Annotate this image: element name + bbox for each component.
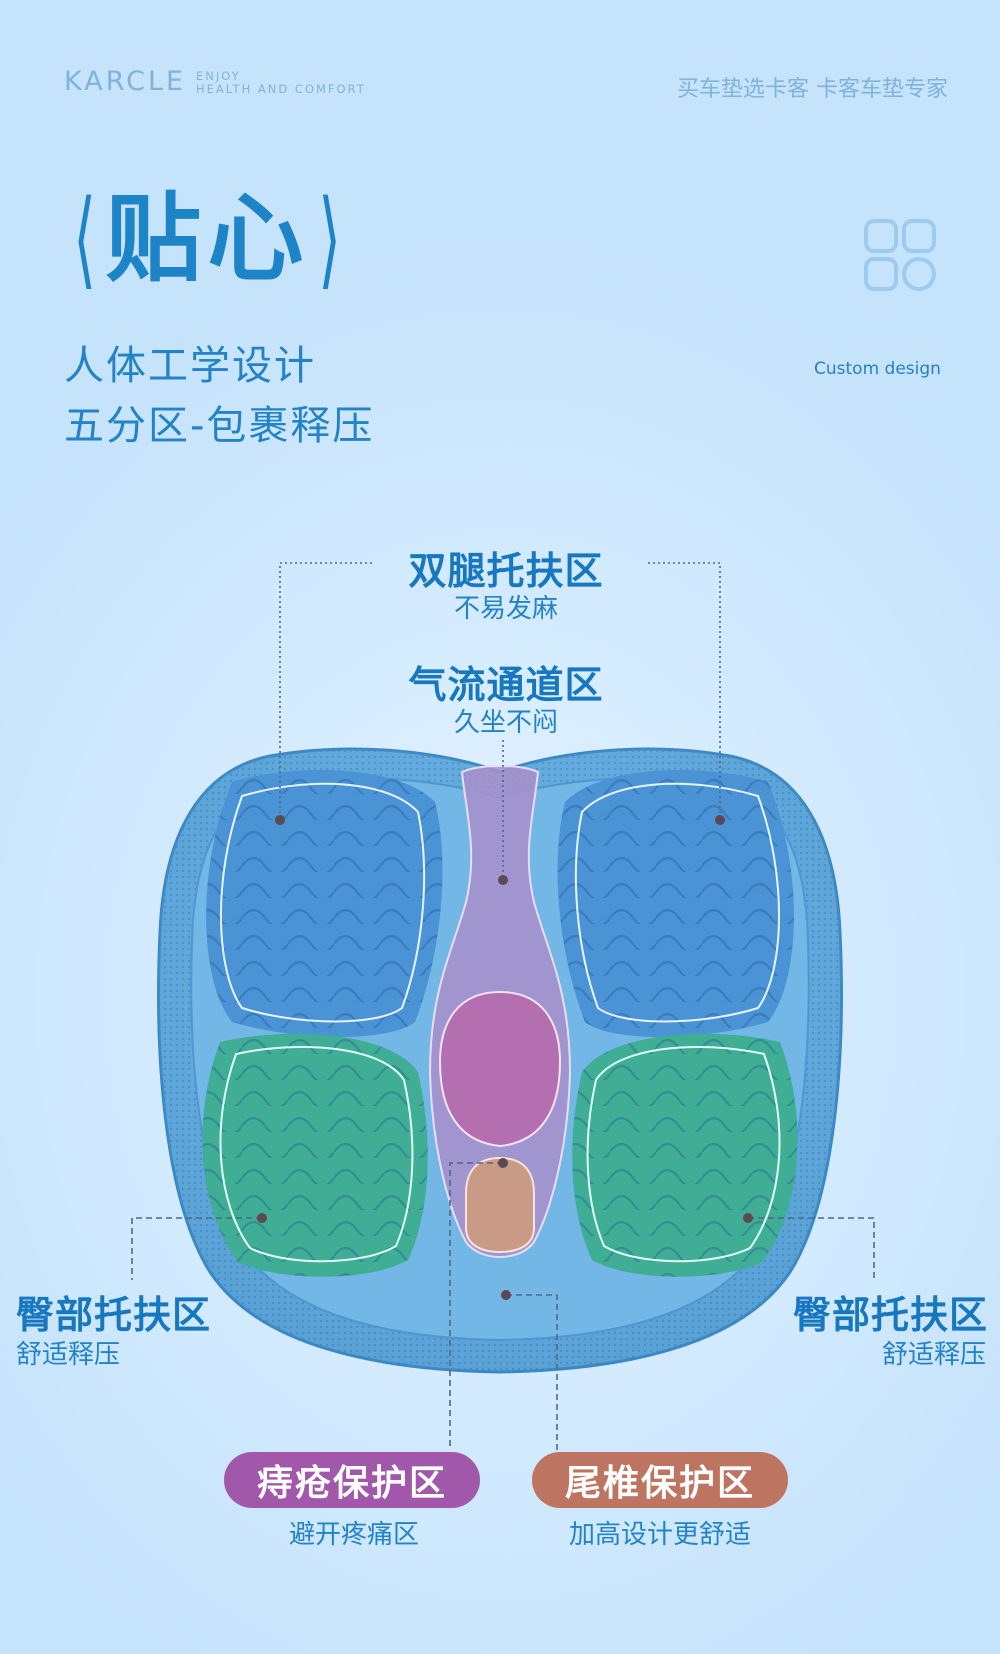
airflow-zone-subtitle: 久坐不闷 xyxy=(453,708,559,738)
grid-squares-icon xyxy=(864,219,936,291)
subtitle-line-2: 五分区-包裹释压 xyxy=(64,403,375,449)
tailbone-zone-badge: 尾椎保护区 xyxy=(532,1452,788,1508)
brand-tagline-line-2: HEALTH AND COMFORT xyxy=(196,82,366,96)
hemorrhoid-zone-badge: 痔疮保护区 xyxy=(224,1452,480,1508)
hip-right-zone-title: 臀部托扶区 xyxy=(792,1293,988,1337)
hemorrhoid-zone xyxy=(438,990,562,1148)
title-bracket-left: ⟨ xyxy=(73,177,97,300)
legs-zone-subtitle: 不易发麻 xyxy=(453,594,559,624)
seat-cushion-illustration xyxy=(157,747,843,1374)
title-bracket-right: ⟩ xyxy=(318,177,342,300)
hip-right-zone-subtitle: 舒适释压 xyxy=(881,1340,986,1370)
brand-slogan: 买车垫选卡客 卡客车垫专家 xyxy=(677,77,948,102)
tailbone-zone xyxy=(465,1156,535,1254)
hip-left-zone-title: 臀部托扶区 xyxy=(16,1293,212,1337)
title-word: 贴心 xyxy=(105,183,310,295)
airflow-zone-title: 气流通道区 xyxy=(408,663,604,707)
brand-logo: KARCLE xyxy=(64,66,187,97)
page-title: ⟨ 贴心 ⟩ xyxy=(64,184,351,294)
custom-design-label: Custom design xyxy=(814,359,941,379)
hip-left-zone-subtitle: 舒适释压 xyxy=(16,1340,121,1370)
brand-tagline: ENJOY HEALTH AND COMFORT xyxy=(196,70,446,96)
legs-zone-title: 双腿托扶区 xyxy=(408,549,604,593)
brand-tagline-line-1: ENJOY xyxy=(196,69,241,83)
tailbone-zone-subtitle: 加高设计更舒适 xyxy=(568,1520,752,1550)
subtitle-line-1: 人体工学设计 xyxy=(64,343,316,389)
hemorrhoid-zone-subtitle: 避开疼痛区 xyxy=(288,1520,420,1550)
